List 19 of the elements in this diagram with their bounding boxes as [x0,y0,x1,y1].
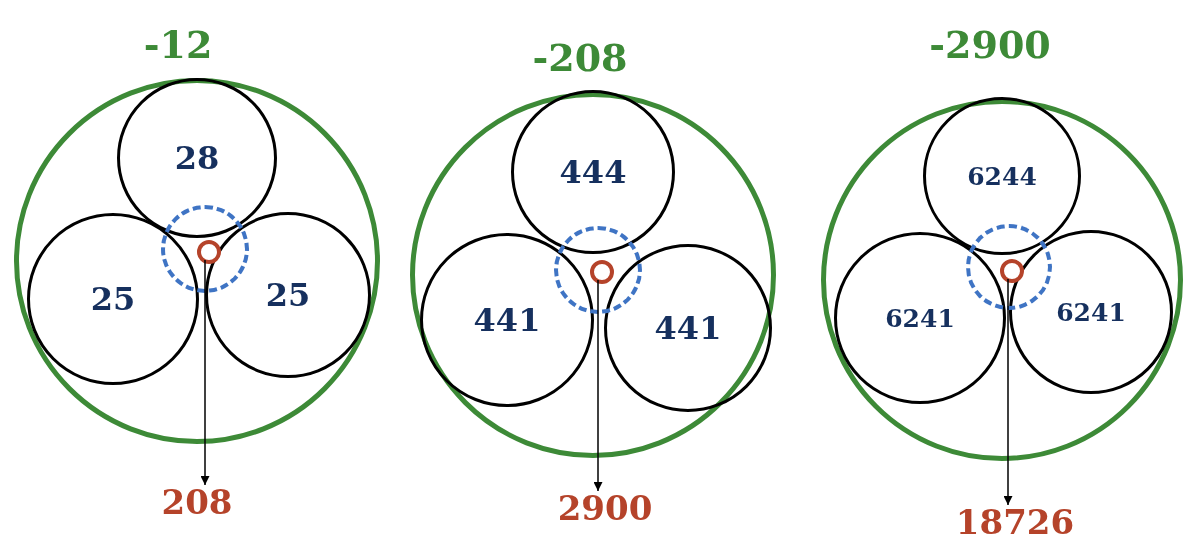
small-ring [590,260,614,284]
curvature-value: 208 [127,485,267,519]
curvature-value: 6241 [885,305,955,331]
curvature-value: 2900 [535,491,675,525]
curvature-value: 28 [174,142,220,174]
curvature-value: 444 [559,156,627,188]
curvature-value: 25 [265,279,311,311]
curvature-label: -208 [532,39,628,77]
curvature-label: -12 [143,26,213,64]
small-ring [197,240,221,264]
curvature-value: 6241 [1056,299,1126,325]
curvature-value: 25 [90,283,136,315]
curvature-value: 441 [654,312,722,344]
curvature-value: 18726 [945,505,1085,539]
curvature-value: 441 [473,304,541,336]
curvature-value: 6244 [967,163,1037,189]
curvature-label: -2900 [929,26,1051,64]
arrow [593,279,603,492]
small-ring [1000,259,1024,283]
